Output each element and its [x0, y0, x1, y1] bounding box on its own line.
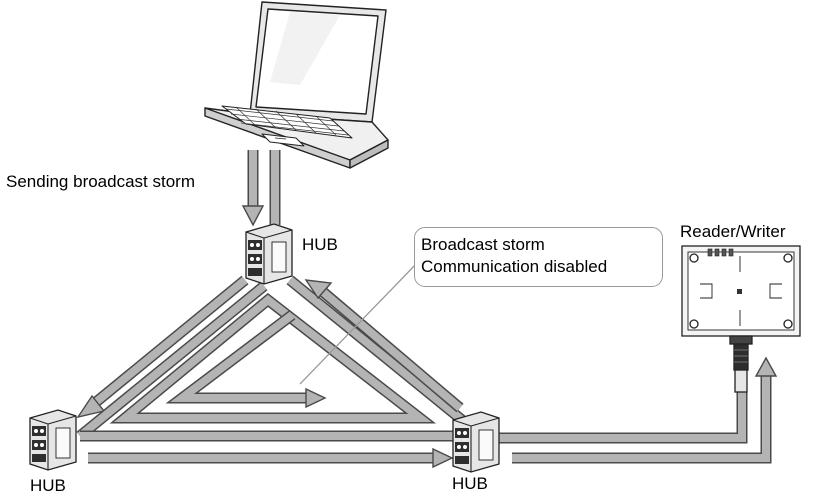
hub-switch-icon: [245, 223, 293, 285]
storm-loop-inner: [165, 310, 327, 409]
hub-label-left: HUB: [30, 476, 66, 495]
callout-leader-line: [299, 261, 419, 385]
arrow-laptop-to-hub: [241, 150, 281, 227]
hub-switch-icon: [29, 409, 77, 471]
callout-line-1: Broadcast storm: [421, 235, 545, 254]
link-hub-to-reader: [488, 356, 778, 464]
laptop-icon: [204, 1, 389, 169]
storm-callout: Broadcast storm Communication disabled: [414, 227, 663, 287]
hub-label-top: HUB: [302, 235, 338, 254]
reader-writer-icon: [681, 245, 801, 393]
sending-storm-label: Sending broadcast storm: [6, 172, 195, 191]
callout-line-2: Communication disabled: [421, 257, 608, 276]
storm-loop-middle: [109, 292, 437, 424]
storm-path-right-outer: [286, 275, 466, 425]
reader-writer-label: Reader/Writer: [680, 222, 786, 241]
hub-switch-icon: [452, 411, 500, 473]
storm-path-left-outer: [76, 275, 268, 441]
storm-path-bottom: [80, 430, 455, 469]
hub-label-right: HUB: [452, 474, 488, 493]
